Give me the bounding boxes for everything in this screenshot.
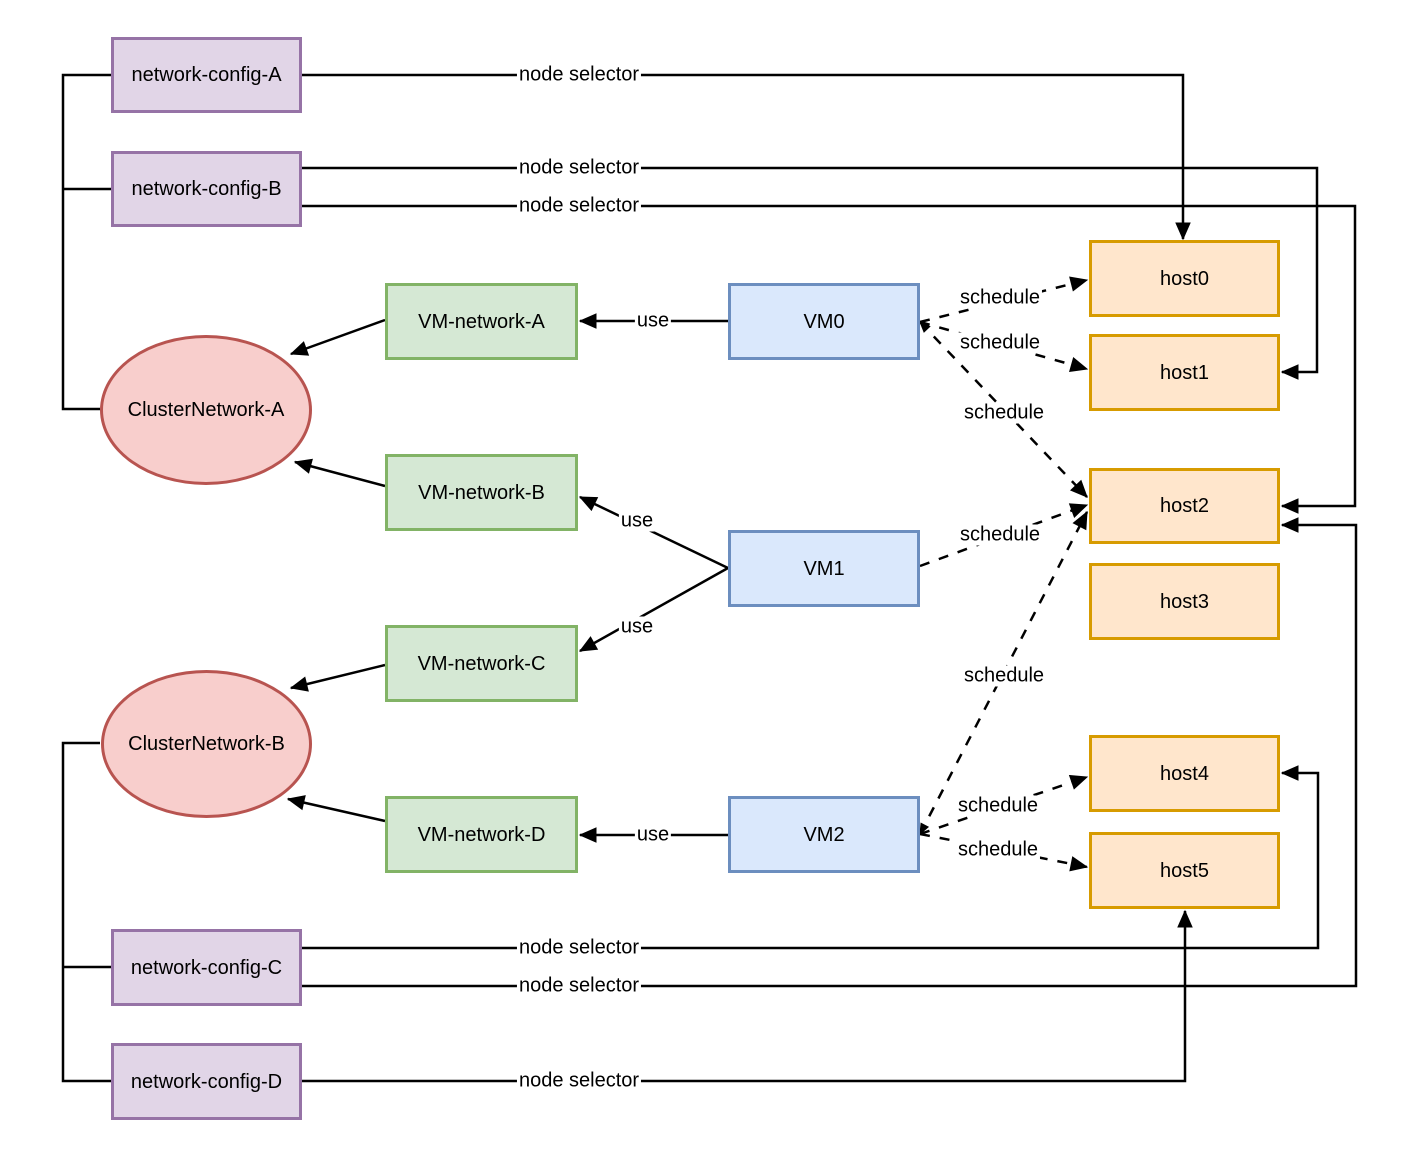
node-network-config-a: network-config-A [111,37,302,113]
node-host2: host2 [1089,468,1280,544]
node-network-config-d: network-config-D [111,1043,302,1120]
node-vm1: VM1 [728,530,920,607]
node-label-vm-network-c: VM-network-C [417,652,546,675]
edge-label-schedule-11: schedule [957,331,1043,354]
edge-label-node-selector-1: node selector [516,156,642,179]
node-host4: host4 [1089,735,1280,812]
edge-label-schedule-13: schedule [957,523,1043,546]
edge-vm-network-c-cluster-b [289,663,386,692]
node-host3: host3 [1089,563,1280,640]
edge-rail-configs-ab-to-cluster-a [61,73,111,411]
node-label-host1: host1 [1160,361,1209,384]
edge-node-selector-b-host2 [302,204,1357,514]
node-label-host4: host4 [1160,762,1209,785]
node-cluster-network-a: ClusterNetwork-A [100,335,312,485]
node-label-network-config-d: network-config-D [130,1070,283,1093]
node-label-vm-network-a: VM-network-A [418,310,545,333]
node-label-host5: host5 [1160,859,1209,882]
edge-rail-configs-cd-to-cluster-b [61,741,111,1083]
edge-label-schedule-12: schedule [961,401,1047,424]
edge-label-use-9: use [634,823,672,846]
edge-node-selector-b-host1 [302,166,1319,380]
edge-use-vm1-vm-network-b [578,495,729,570]
node-label-vm-network-d: VM-network-D [417,823,546,846]
edge-label-node-selector-2: node selector [516,194,642,217]
node-label-host0: host0 [1160,267,1209,290]
edge-node-selector-d-host5 [302,909,1193,1083]
node-vm2: VM2 [728,796,920,873]
edge-label-schedule-10: schedule [957,286,1043,309]
node-label-host2: host2 [1160,495,1209,517]
edge-vm-network-a-cluster-a [289,318,386,356]
edge-node-selector-c-host2 [302,517,1358,988]
node-label-cluster-network-b: ClusterNetwork-B [128,733,285,755]
node-label-vm-network-b: VM-network-B [418,481,545,504]
edge-vm-network-d-cluster-b [286,795,386,823]
node-cluster-network-b: ClusterNetwork-B [101,670,312,818]
edge-node-selector-c-host4 [302,765,1320,950]
node-vm-network-d: VM-network-D [385,796,578,873]
node-label-network-config-c: network-config-C [130,956,283,979]
node-label-network-config-a: network-config-A [131,64,282,86]
node-host5: host5 [1089,832,1280,909]
node-host1: host1 [1089,334,1280,411]
node-host0: host0 [1089,240,1280,317]
node-network-config-c: network-config-C [111,929,302,1006]
edge-label-schedule-14: schedule [961,664,1047,687]
edge-label-schedule-16: schedule [955,838,1041,861]
node-label-network-config-b: network-config-B [131,178,282,200]
edge-label-node-selector-0: node selector [516,63,642,86]
node-label-host3: host3 [1160,590,1209,613]
edge-label-use-7: use [618,509,656,532]
edge-use-vm1-vm-network-c [578,566,729,653]
node-label-cluster-network-a: ClusterNetwork-A [127,399,285,421]
node-vm-network-a: VM-network-A [385,283,578,360]
edge-label-use-8: use [618,615,656,638]
edge-label-node-selector-3: node selector [516,936,642,959]
node-network-config-b: network-config-B [111,151,302,227]
node-vm-network-b: VM-network-B [385,454,578,531]
node-label-vm0: VM0 [803,310,845,333]
edge-label-use-6: use [634,309,672,332]
edge-vm-network-b-cluster-a [293,458,386,488]
edge-node-selector-a-host0 [302,73,1191,241]
node-label-vm2: VM2 [803,823,845,846]
node-label-vm1: VM1 [803,557,845,580]
node-vm0: VM0 [728,283,920,360]
edge-label-node-selector-5: node selector [516,1069,642,1092]
node-vm-network-c: VM-network-C [385,625,578,702]
edge-label-schedule-15: schedule [955,794,1041,817]
edge-label-node-selector-4: node selector [516,974,642,997]
